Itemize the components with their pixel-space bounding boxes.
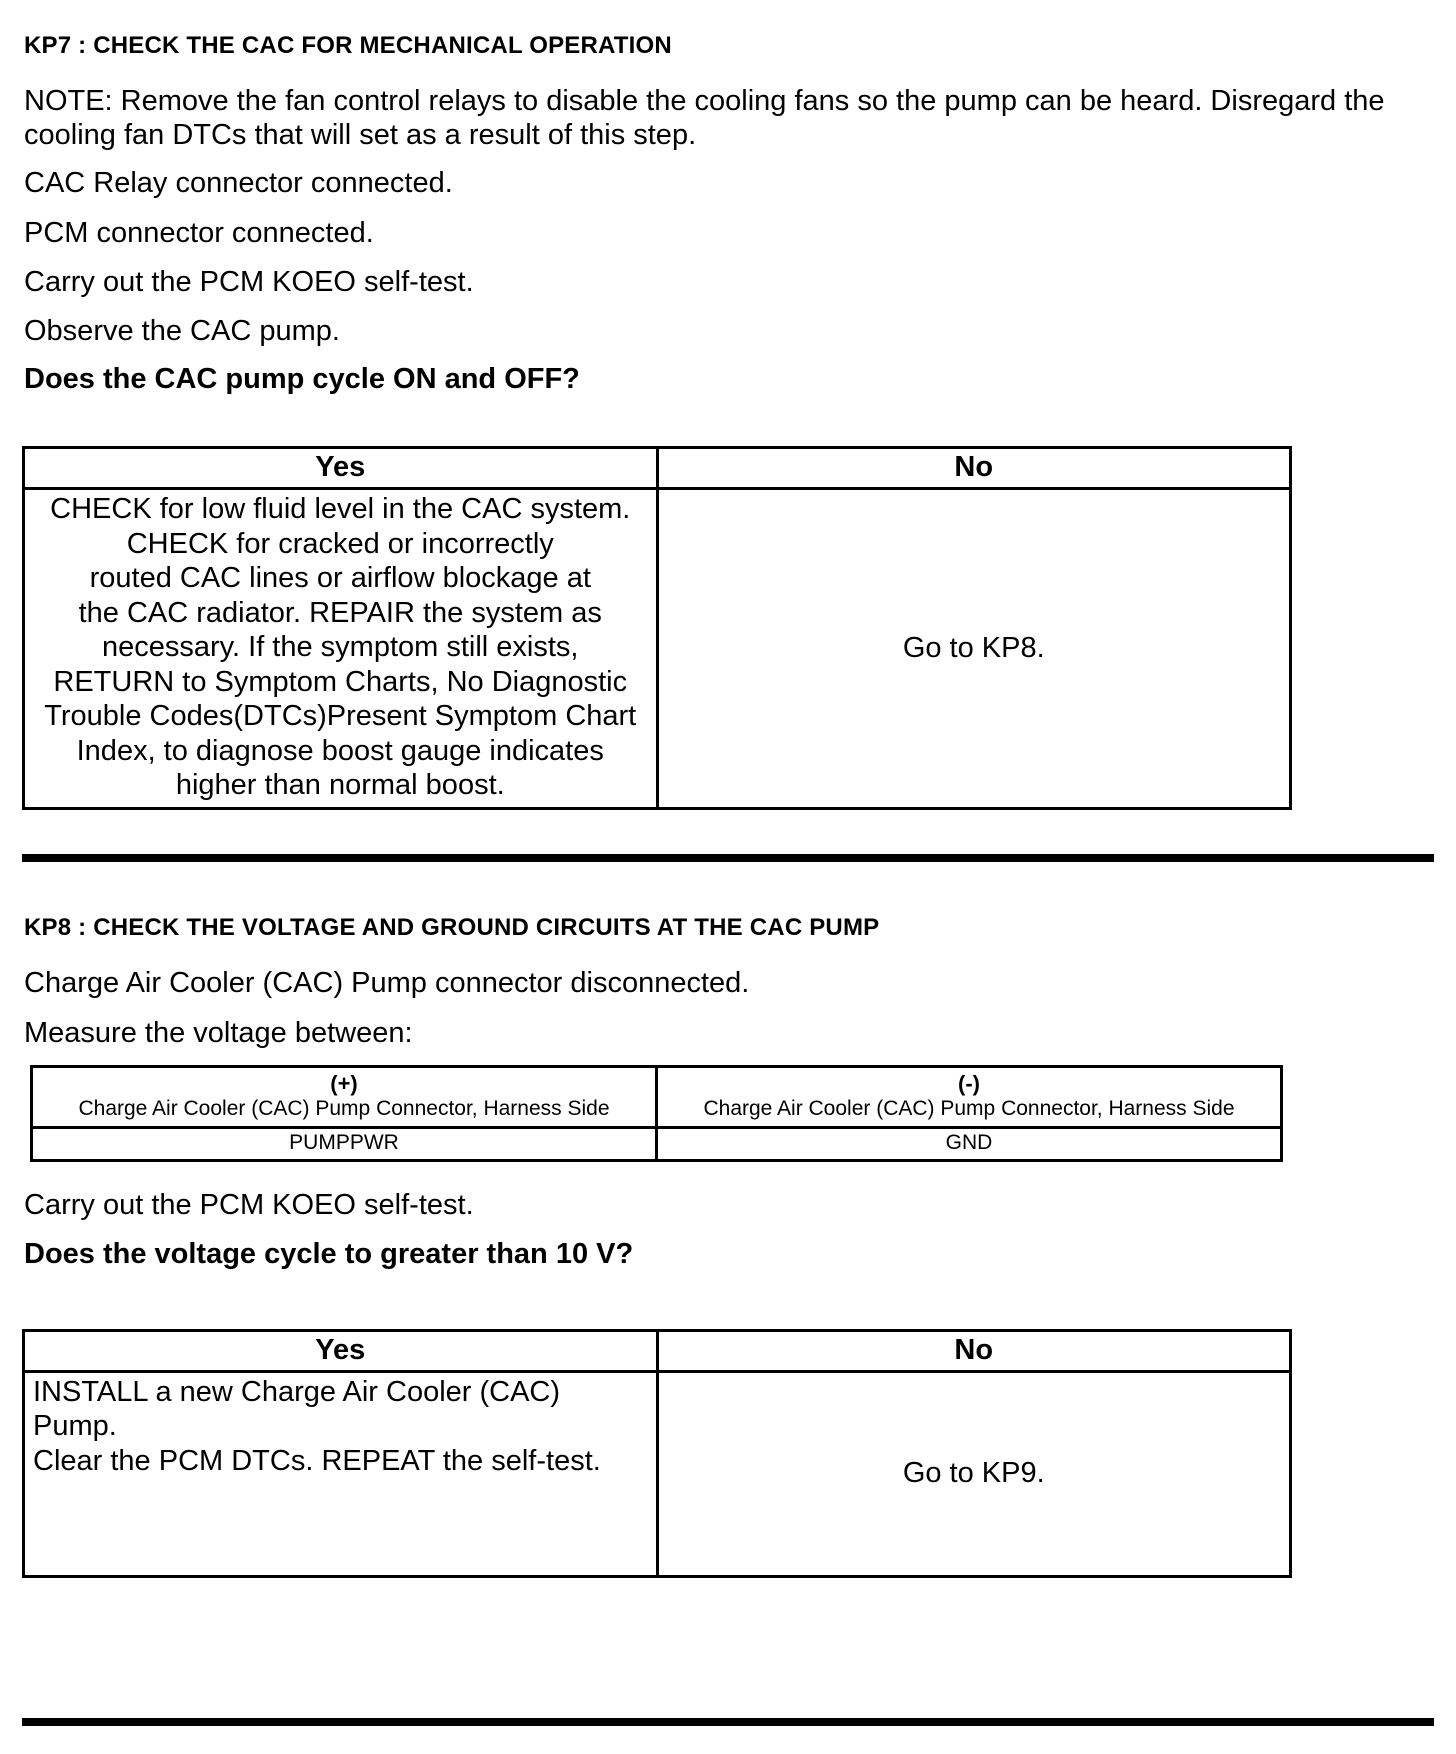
kp8-negative-header-cell: (-) Charge Air Cooler (CAC) Pump Connect… xyxy=(655,1064,1283,1130)
kp8-positive-sign: (+) xyxy=(330,1070,358,1096)
kp7-note: NOTE: Remove the fan control relays to d… xyxy=(24,85,1385,152)
kp7-no-action: Go to KP8. xyxy=(655,487,1292,811)
section-divider-rule xyxy=(22,854,1434,863)
kp8-step-selftest: Carry out the PCM KOEO self-test. xyxy=(24,1189,474,1222)
kp8-positive-pin: PUMPPWR xyxy=(30,1126,658,1163)
kp8-voltage-header-row: (+) Charge Air Cooler (CAC) Pump Connect… xyxy=(30,1064,1283,1130)
kp8-result-table: Yes No INSTALL a new Charge Air Cooler (… xyxy=(22,1328,1292,1578)
kp8-step-disconnect: Charge Air Cooler (CAC) Pump connector d… xyxy=(24,967,750,1000)
kp8-result-header-row: Yes No xyxy=(22,1328,1292,1373)
kp8-yes-header: Yes xyxy=(22,1328,659,1373)
kp8-no-action: Go to KP9. xyxy=(655,1369,1292,1578)
kp8-positive-connector: Charge Air Cooler (CAC) Pump Connector, … xyxy=(78,1097,610,1121)
kp8-no-header: No xyxy=(655,1328,1292,1373)
kp7-step-2: PCM connector connected. xyxy=(24,216,374,249)
kp8-positive-header-cell: (+) Charge Air Cooler (CAC) Pump Connect… xyxy=(30,1064,658,1130)
kp8-voltage-value-row: PUMPPWR GND xyxy=(30,1126,1283,1163)
kp7-result-table: Yes No CHECK for low fluid level in the … xyxy=(22,446,1292,811)
kp7-step-3: Carry out the PCM KOEO self-test. xyxy=(24,265,474,298)
kp8-title: KP8 : CHECK THE VOLTAGE AND GROUND CIRCU… xyxy=(24,914,880,942)
kp8-section: KP8 : CHECK THE VOLTAGE AND GROUND CIRCU… xyxy=(22,914,1434,1578)
kp7-result-header-row: Yes No xyxy=(22,446,1292,491)
kp8-negative-sign: (-) xyxy=(958,1070,980,1096)
kp7-yes-action: CHECK for low fluid level in the CAC sys… xyxy=(22,487,659,811)
kp8-voltage-table: (+) Charge Air Cooler (CAC) Pump Connect… xyxy=(30,1064,1283,1163)
kp7-step-4: Observe the CAC pump. xyxy=(24,315,340,348)
bottom-rule xyxy=(22,1717,1434,1726)
kp8-question: Does the voltage cycle to greater than 1… xyxy=(24,1237,634,1270)
kp8-yes-action: INSTALL a new Charge Air Cooler (CAC) Pu… xyxy=(22,1369,659,1578)
kp8-negative-pin: GND xyxy=(655,1126,1283,1163)
kp7-step-1: CAC Relay connector connected. xyxy=(24,167,453,200)
kp7-yes-header: Yes xyxy=(22,446,659,491)
kp7-title: KP7 : CHECK THE CAC FOR MECHANICAL OPERA… xyxy=(24,32,672,59)
kp8-step-measure: Measure the voltage between: xyxy=(24,1016,413,1049)
kp7-question: Does the CAC pump cycle ON and OFF? xyxy=(24,363,580,396)
kp8-negative-connector: Charge Air Cooler (CAC) Pump Connector, … xyxy=(703,1097,1235,1121)
kp8-result-body-row: INSTALL a new Charge Air Cooler (CAC) Pu… xyxy=(22,1369,1292,1578)
kp7-section: KP7 : CHECK THE CAC FOR MECHANICAL OPERA… xyxy=(22,32,1434,811)
kp7-result-body-row: CHECK for low fluid level in the CAC sys… xyxy=(22,487,1292,811)
kp7-no-header: No xyxy=(655,446,1292,491)
